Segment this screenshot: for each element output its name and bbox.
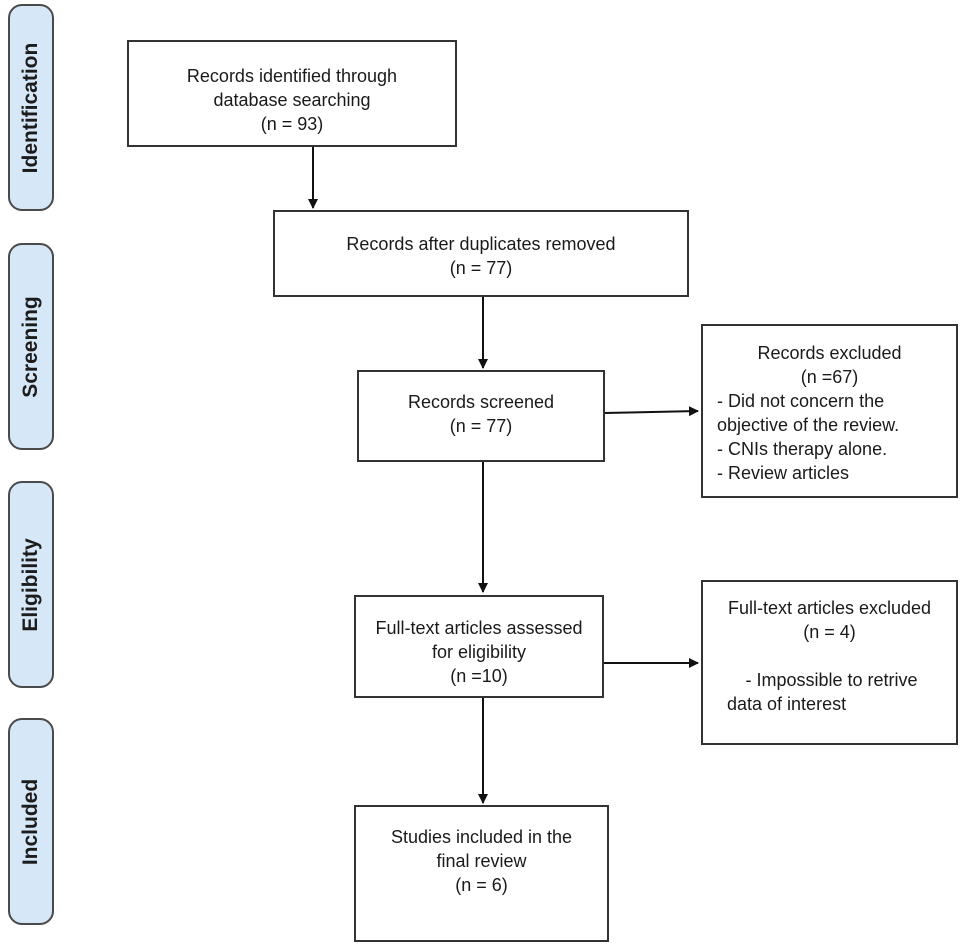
included-line-2: final review — [436, 851, 527, 871]
box-records-excluded: Records excluded (n =67) - Did not conce… — [701, 324, 958, 498]
identified-line-2: database searching — [213, 90, 371, 110]
stage-eligibility: Eligibility — [8, 481, 54, 688]
included-line-3: (n = 6) — [455, 875, 508, 895]
box-records-screened: Records screened (n = 77) — [357, 370, 605, 462]
identified-line-3: (n = 93) — [260, 114, 324, 134]
duplicates-line-2: (n = 77) — [449, 258, 513, 278]
duplicates-line-1: Records after duplicates removed — [346, 234, 616, 254]
excluded-title: Records excluded — [757, 343, 902, 363]
fulltext-line-2: for eligibility — [431, 642, 527, 662]
box-studies-included: Studies included in the final review (n … — [354, 805, 609, 942]
fulltext-excluded-title: Full-text articles excluded — [727, 598, 932, 618]
box-full-text-excluded: Full-text articles excluded (n = 4) - Im… — [701, 580, 958, 745]
fulltext-excluded-reason-1: - Impossible to retrive — [745, 670, 918, 690]
screened-line-2: (n = 77) — [449, 416, 513, 436]
excluded-reason-2: objective of the review. — [717, 415, 900, 435]
arrow-screened-to-excluded — [603, 406, 699, 417]
excluded-reason-4: - Review articles — [717, 463, 850, 483]
stage-identification: Identification — [8, 4, 54, 211]
box-records-identified: Records identified through database sear… — [127, 40, 457, 147]
identified-line-1: Records identified through — [186, 66, 398, 86]
fulltext-excluded-count: (n = 4) — [803, 622, 856, 642]
stage-screening: Screening — [8, 243, 54, 450]
excluded-reason-3: - CNIs therapy alone. — [717, 439, 888, 459]
fulltext-line-1: Full-text articles assessed — [375, 618, 583, 638]
screened-line-1: Records screened — [407, 392, 555, 412]
fulltext-line-3: (n =10) — [450, 666, 508, 686]
box-after-duplicates: Records after duplicates removed (n = 77… — [273, 210, 689, 297]
stage-included: Included — [8, 718, 54, 925]
excluded-reason-1: - Did not concern the — [717, 391, 885, 411]
included-line-1: Studies included in the — [390, 827, 573, 847]
box-full-text-assessed: Full-text articles assessed for eligibil… — [354, 595, 604, 698]
fulltext-excluded-reason-2: data of interest — [727, 694, 847, 714]
excluded-count: (n =67) — [800, 367, 859, 387]
spacer — [703, 644, 956, 668]
